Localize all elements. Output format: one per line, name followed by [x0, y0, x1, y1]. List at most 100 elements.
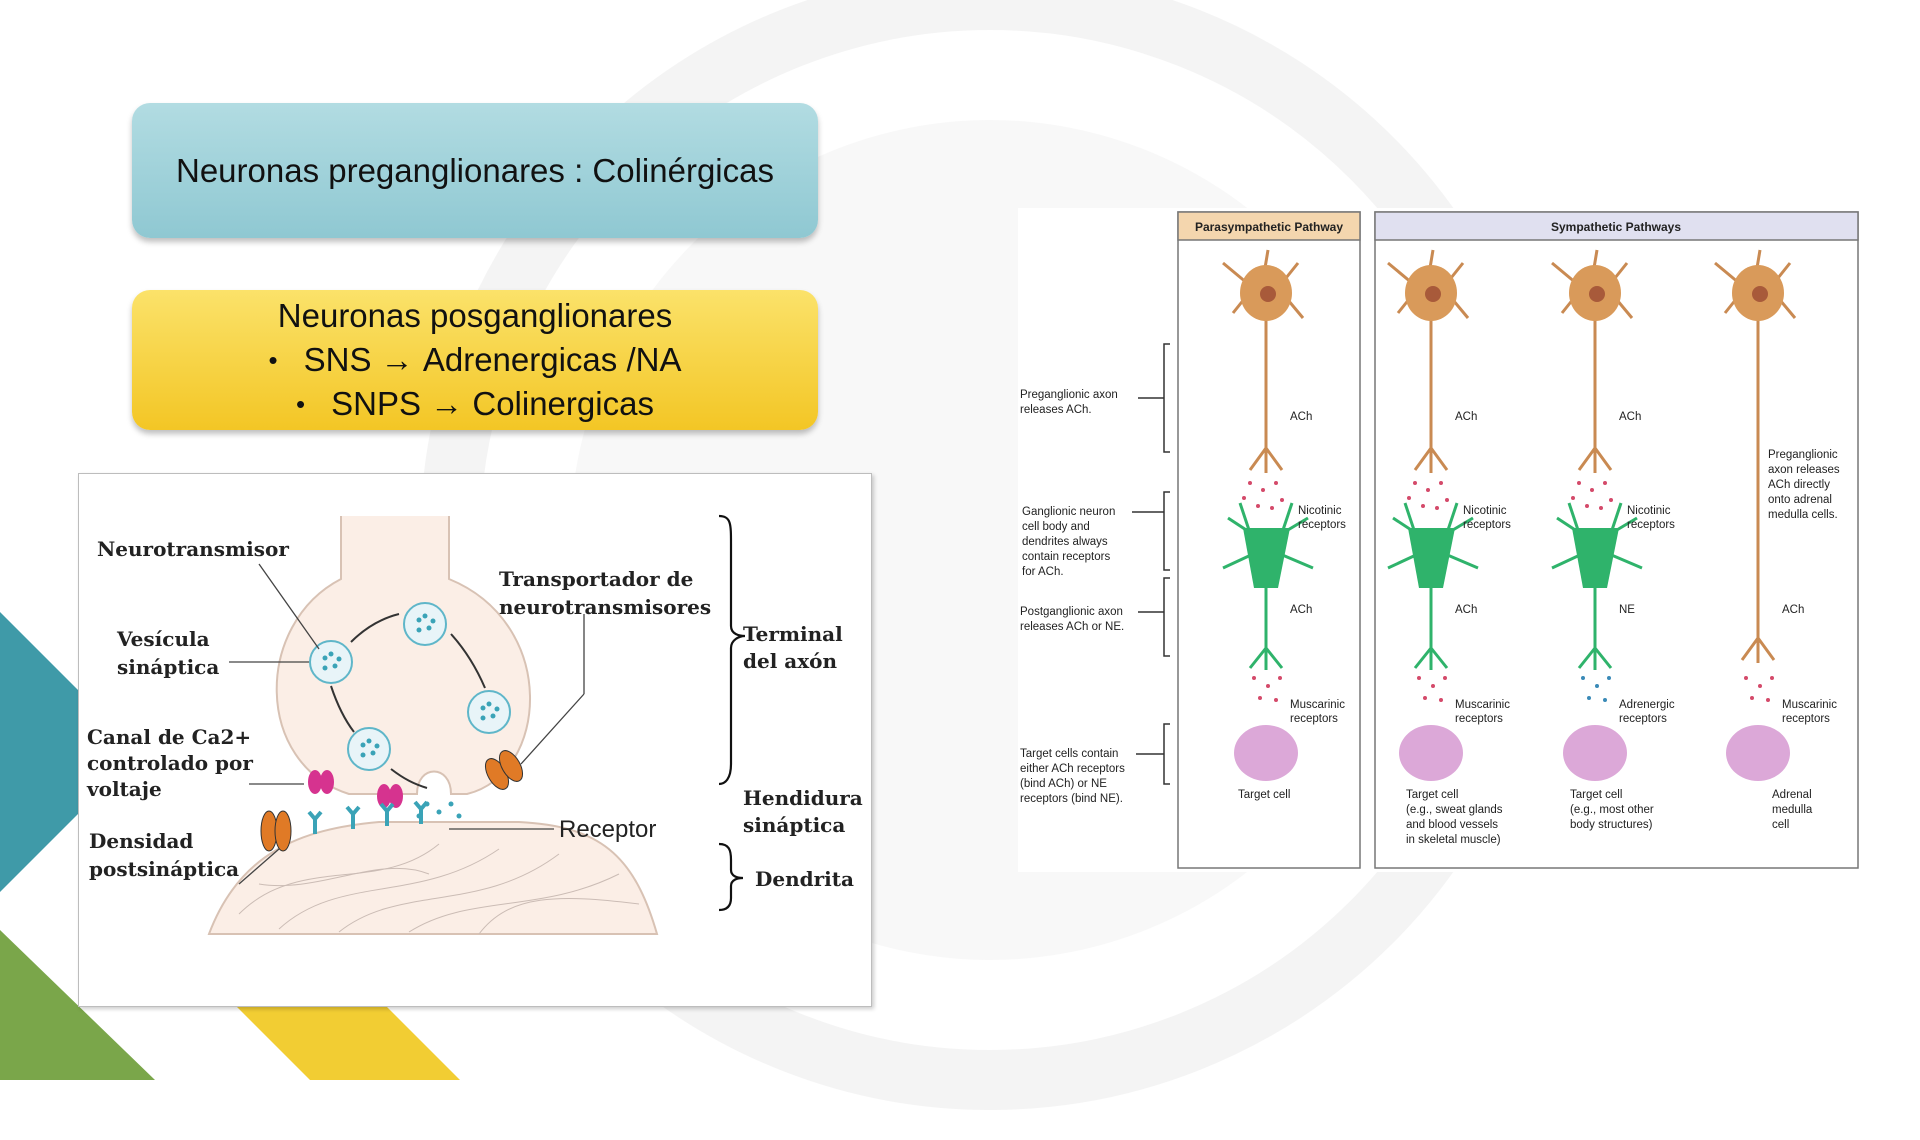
label-canal-3: voltaje — [86, 777, 162, 801]
ganglionic-soma — [1243, 528, 1290, 588]
ach-dots-2 — [1252, 676, 1282, 702]
label-terminal-1: Terminal — [743, 622, 843, 646]
rec2-label: receptors — [1298, 519, 1346, 531]
label-target-3: (bind ACh) or NE — [1020, 778, 1107, 790]
label-pre-1: Preganglionic axon — [1020, 389, 1118, 401]
rec1-label: Nicotinic — [1298, 505, 1342, 517]
calcium-channels — [308, 770, 403, 808]
corner-decoration — [0, 612, 460, 1080]
column-sympathetic-3: Preganglionic axon releases ACh directly… — [1714, 249, 1840, 831]
target-cell — [1234, 725, 1298, 781]
rec4-label: receptors — [1619, 713, 1667, 725]
cap4-label: in skeletal muscle) — [1406, 834, 1501, 846]
rec1-label: Nicotinic — [1627, 505, 1671, 517]
parasympathetic-header — [1177, 211, 1361, 241]
column-parasympathetic: ACh Nicotinic receptors ACh Muscarinic r… — [1222, 249, 1346, 801]
ach-dots — [1242, 481, 1284, 510]
label-dendrita: Dendrita — [755, 867, 854, 891]
bullet-sns: • SNS → Adrenergicas /NA — [269, 338, 682, 382]
rec3-label: Muscarinic — [1290, 699, 1345, 711]
left-labels: Preganglionic axon releases ACh. Ganglio… — [1020, 389, 1125, 805]
bullet-snps-right: Colinergicas — [472, 385, 654, 422]
rec4-label: receptors — [1782, 713, 1830, 725]
note-4: onto adrenal — [1768, 494, 1832, 506]
label-vesicula-2: sináptica — [117, 655, 219, 679]
rec2-label: receptors — [1463, 519, 1511, 531]
note-1: Preganglionic — [1768, 449, 1838, 461]
label-receptor: Receptor — [559, 816, 656, 843]
label-transportador-1: Transportador de — [499, 567, 693, 591]
label-gang-1: Ganglionic neuron — [1022, 506, 1115, 518]
rec3-label: Muscarinic — [1455, 699, 1510, 711]
bottom-nt-label: ACh — [1455, 604, 1477, 616]
label-pre-2: releases ACh. — [1020, 404, 1092, 416]
bullet-snps: • SNPS → Colinergicas — [296, 382, 654, 426]
axon-terminal — [275, 516, 531, 795]
vesicle — [347, 727, 391, 771]
top-nt-label: ACh — [1619, 411, 1641, 423]
bottom-nt-label: NE — [1619, 604, 1635, 616]
vesicle — [403, 602, 447, 646]
teal-triangle — [0, 612, 80, 892]
label-target-1: Target cells contain — [1020, 748, 1118, 760]
note-5: medulla cells. — [1768, 509, 1838, 521]
rec3-label: Adrenergic — [1619, 699, 1675, 711]
rec3-label: Muscarinic — [1782, 699, 1837, 711]
note-3: ACh directly — [1768, 479, 1830, 491]
bullet-snps-left: SNPS — [331, 385, 422, 422]
dendrite-body — [207, 821, 659, 935]
label-hendidura-1: Hendidura — [743, 786, 863, 810]
green-triangle — [0, 930, 155, 1080]
cap2-label: (e.g., most other — [1570, 804, 1654, 816]
label-gang-4: contain receptors — [1022, 551, 1110, 563]
transporters — [260, 750, 524, 852]
label-canal-1: Canal de Ca2+ — [87, 725, 251, 749]
column-sympathetic-2: ACh Nicotinic receptors NE Adrenergic re… — [1551, 249, 1675, 831]
arrow-icon: → — [380, 341, 414, 378]
cap1-label: Adrenal — [1772, 789, 1812, 801]
cap2-label: medulla — [1772, 804, 1813, 816]
sympathetic-header — [1374, 211, 1859, 241]
label-post-2: releases ACh or NE. — [1020, 621, 1124, 633]
cap2-label: (e.g., sweat glands — [1406, 804, 1503, 816]
leader-lines — [229, 563, 585, 885]
note-2: axon releases — [1768, 464, 1840, 476]
left-brackets — [1132, 343, 1170, 785]
label-terminal-2: del axón — [743, 649, 837, 673]
parasympathetic-header-text: Parasympathetic Pathway — [1195, 220, 1343, 234]
label-gang-3: dendrites always — [1022, 536, 1108, 548]
pathways-figure: Parasympathetic Pathway Sympathetic Path… — [1018, 208, 1860, 872]
label-neurotransmisor: Neurotransmisor — [97, 537, 289, 561]
rec4-label: receptors — [1455, 713, 1503, 725]
receptors — [307, 800, 429, 834]
label-vesicula-1: Vesícula — [116, 627, 210, 651]
dendrite-fibers — [238, 843, 640, 935]
vesicle — [309, 640, 353, 684]
rec1-label: Nicotinic — [1463, 505, 1507, 517]
top-nt-label: ACh — [1290, 411, 1312, 423]
preganglionic-text: Neuronas preganglionares : Colinérgicas — [175, 151, 774, 189]
label-target-4: receptors (bind NE). — [1020, 793, 1123, 805]
rec2-label: receptors — [1627, 519, 1675, 531]
arrow-icon: → — [430, 385, 464, 422]
synapse-figure: Neurotransmisor Vesícula sináptica Canal… — [78, 473, 872, 1007]
label-hendidura-2: sináptica — [743, 813, 845, 837]
cycle-arrows — [330, 613, 486, 789]
vesicles — [309, 602, 511, 771]
postganglionic-title: Neuronas posganglionares — [277, 297, 673, 334]
bullet-dot: • — [296, 389, 306, 419]
bottom-nt-label: ACh — [1782, 604, 1804, 616]
bullet-sns-right: Adrenergicas /NA — [422, 341, 682, 378]
column-sympathetic-1: ACh Nicotinic receptors ACh Muscarinic r… — [1387, 249, 1511, 846]
yellow-triangle — [235, 1005, 460, 1080]
label-transportador-2: neurotransmisores — [499, 595, 711, 619]
cap3-label: and blood vessels — [1406, 819, 1498, 831]
cap1-label: Target cell — [1406, 789, 1458, 801]
label-gang-5: for ACh. — [1022, 566, 1064, 578]
vesicle — [467, 690, 511, 734]
label-gang-2: cell body and — [1022, 521, 1090, 533]
top-nt-label: ACh — [1455, 411, 1477, 423]
bullet-sns-left: SNS — [303, 341, 372, 378]
bullet-dot: • — [268, 345, 278, 375]
rec4-label: receptors — [1290, 713, 1338, 725]
